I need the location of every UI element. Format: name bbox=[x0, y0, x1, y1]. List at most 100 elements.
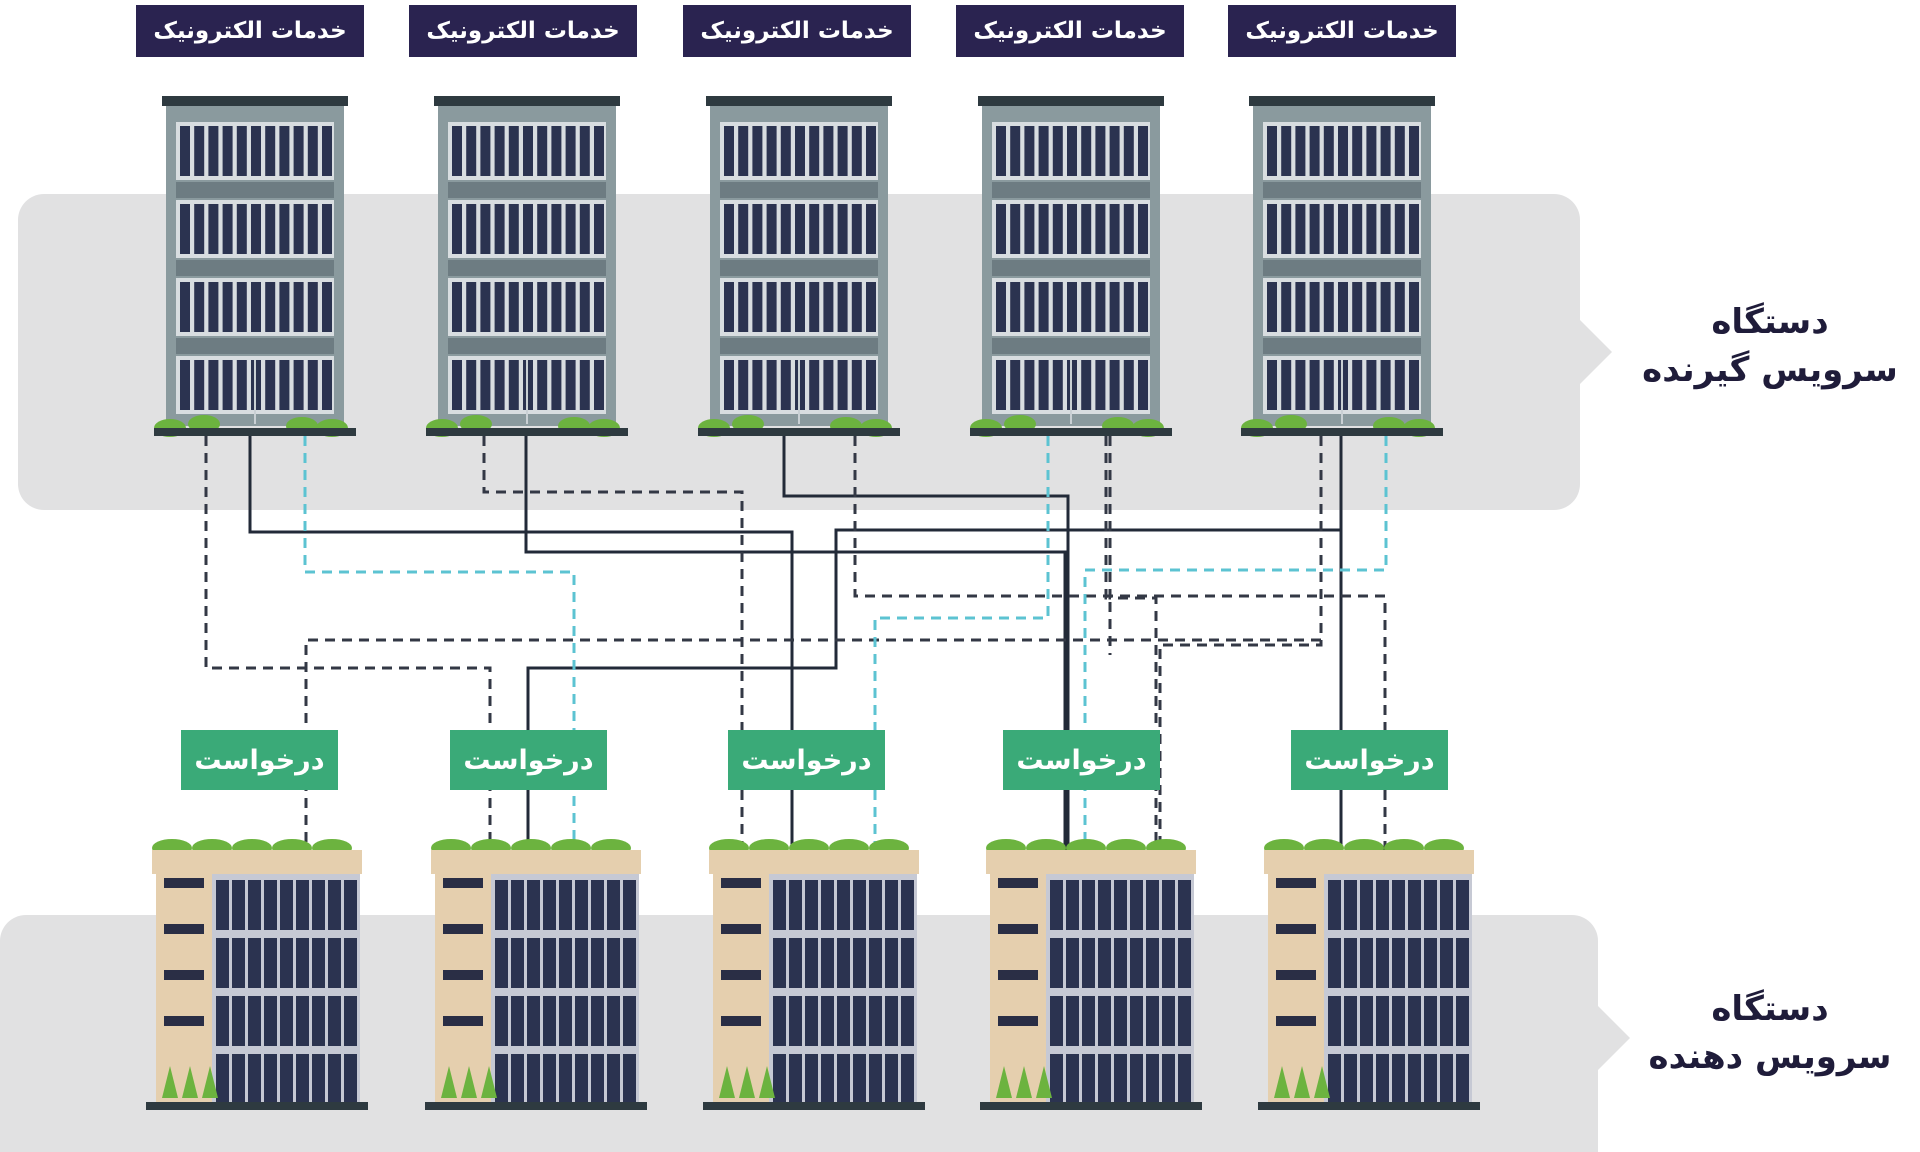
window-pane bbox=[559, 938, 572, 988]
window-pane bbox=[280, 1054, 293, 1104]
window-pane bbox=[1066, 938, 1079, 988]
window-pane bbox=[280, 996, 293, 1046]
window-pane bbox=[821, 1054, 834, 1104]
tree bbox=[996, 1066, 1012, 1098]
window-pane bbox=[543, 938, 556, 988]
client-band-pointer bbox=[1578, 318, 1612, 386]
window-pane bbox=[780, 204, 791, 254]
window-pane bbox=[293, 360, 304, 410]
window-pane bbox=[1081, 360, 1092, 410]
dashed-link-1 bbox=[204, 436, 492, 850]
window-pane bbox=[508, 204, 519, 254]
floor-band bbox=[448, 182, 606, 198]
window-pane bbox=[853, 996, 866, 1046]
window-pane bbox=[248, 1054, 261, 1104]
window-pane bbox=[805, 880, 818, 930]
window-pane bbox=[1408, 996, 1421, 1046]
window-pane bbox=[1067, 204, 1077, 254]
client-side-label: دستگاه سرویس گیرنده bbox=[1620, 298, 1920, 394]
window-pane bbox=[466, 126, 477, 176]
window-pane bbox=[1295, 282, 1306, 332]
window-pane bbox=[851, 360, 862, 410]
window-pane bbox=[251, 126, 261, 176]
window-pane bbox=[1081, 204, 1092, 254]
tree bbox=[719, 1066, 735, 1098]
window-pane bbox=[866, 126, 876, 176]
window-pane bbox=[452, 204, 462, 254]
window-pane bbox=[1328, 1054, 1341, 1104]
dashed-link-2 bbox=[482, 436, 744, 850]
window-pane bbox=[537, 126, 548, 176]
window-pane bbox=[1010, 204, 1021, 254]
side-balcony bbox=[443, 1016, 483, 1026]
window-pane bbox=[1162, 996, 1175, 1046]
window-pane bbox=[232, 1054, 245, 1104]
window-pane bbox=[594, 360, 604, 410]
window-pane bbox=[1380, 126, 1391, 176]
window-pane bbox=[296, 1054, 309, 1104]
window-pane bbox=[280, 880, 293, 930]
side-balcony bbox=[721, 970, 761, 980]
window-pane bbox=[248, 996, 261, 1046]
window-pane bbox=[565, 126, 576, 176]
side-balcony bbox=[443, 878, 483, 888]
building-base bbox=[1258, 1102, 1480, 1110]
window-pane bbox=[537, 360, 548, 410]
window-pane bbox=[594, 204, 604, 254]
window-pane bbox=[1408, 880, 1421, 930]
window-pane bbox=[565, 204, 576, 254]
window-pane bbox=[1328, 880, 1341, 930]
window-pane bbox=[837, 1054, 850, 1104]
window-pane bbox=[508, 360, 519, 410]
window-pane bbox=[1109, 360, 1120, 410]
tree bbox=[739, 1066, 755, 1098]
window-pane bbox=[208, 126, 219, 176]
client-tag-5: خدمات الکترونیک bbox=[1228, 5, 1456, 57]
window-pane bbox=[216, 1054, 229, 1104]
window-pane bbox=[208, 204, 219, 254]
window-pane bbox=[795, 204, 805, 254]
window-pane bbox=[901, 938, 914, 988]
window-pane bbox=[1394, 282, 1405, 332]
window-pane bbox=[1267, 360, 1277, 410]
window-pane bbox=[523, 282, 533, 332]
request-badge-2: درخواست bbox=[450, 730, 607, 790]
solid-link-3 bbox=[782, 436, 1070, 850]
window-pane bbox=[494, 282, 505, 332]
tree bbox=[441, 1066, 457, 1098]
window-pane bbox=[1095, 360, 1106, 410]
window-pane bbox=[1038, 282, 1049, 332]
window-pane bbox=[1338, 282, 1348, 332]
window-pane bbox=[551, 126, 562, 176]
window-pane bbox=[296, 880, 309, 930]
window-pane bbox=[1323, 360, 1334, 410]
window-pane bbox=[1456, 938, 1469, 988]
window-pane bbox=[752, 282, 763, 332]
window-pane bbox=[837, 880, 850, 930]
window-pane bbox=[1281, 282, 1292, 332]
window-pane bbox=[236, 282, 247, 332]
window-pane bbox=[607, 1054, 620, 1104]
client-buildings bbox=[154, 96, 1443, 437]
window-pane bbox=[565, 360, 576, 410]
building-base bbox=[426, 428, 628, 436]
building-roof bbox=[978, 96, 1164, 106]
window-pane bbox=[1366, 282, 1377, 332]
side-balcony bbox=[998, 924, 1038, 934]
window-pane bbox=[1394, 204, 1405, 254]
window-pane bbox=[1409, 360, 1419, 410]
window-pane bbox=[296, 996, 309, 1046]
side-balcony bbox=[998, 878, 1038, 888]
window-pane bbox=[866, 282, 876, 332]
window-pane bbox=[996, 282, 1006, 332]
window-pane bbox=[1344, 1054, 1357, 1104]
building-base bbox=[980, 1102, 1202, 1110]
teal-link-1 bbox=[303, 436, 576, 850]
roof-slab bbox=[431, 850, 641, 874]
window-pane bbox=[1098, 1054, 1111, 1104]
window-pane bbox=[1024, 360, 1035, 410]
window-pane bbox=[1138, 282, 1148, 332]
floor-band bbox=[720, 182, 878, 198]
window-pane bbox=[344, 880, 357, 930]
window-pane bbox=[279, 360, 290, 410]
